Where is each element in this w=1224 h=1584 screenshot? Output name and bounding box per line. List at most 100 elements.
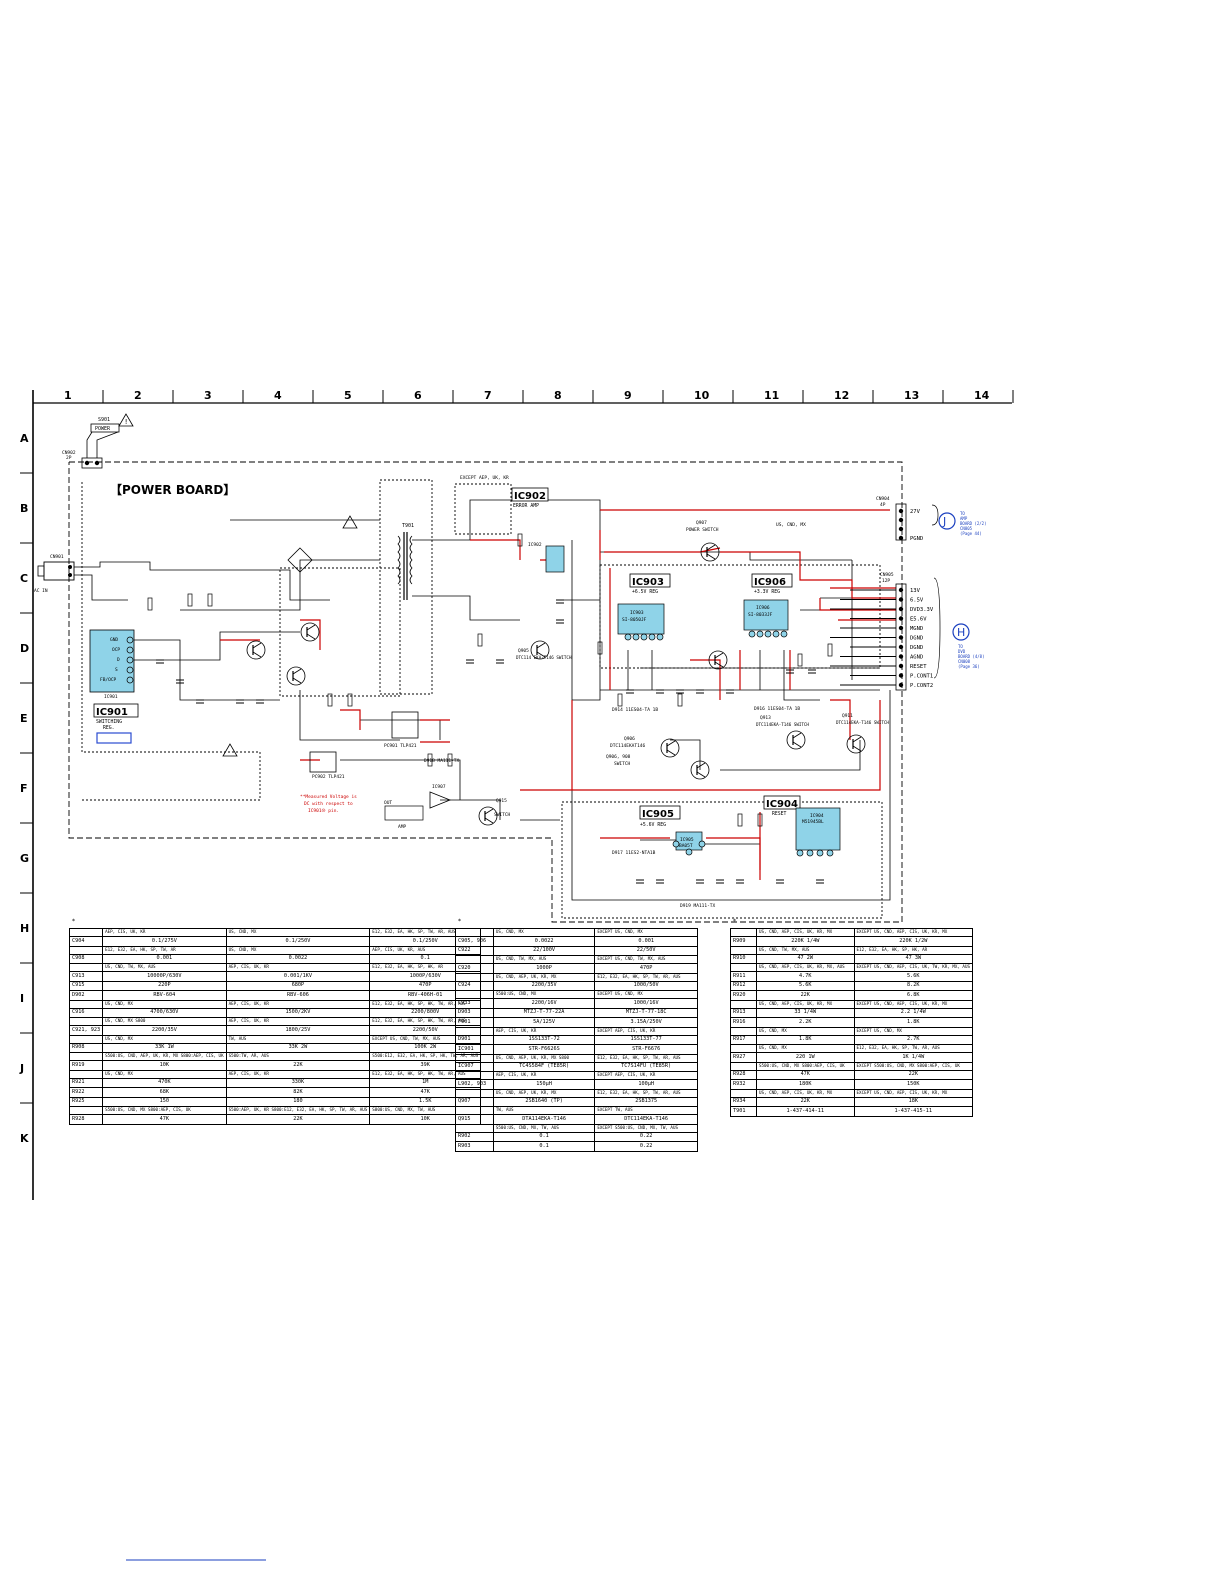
svg-text:SWITCHING: SWITCHING — [96, 719, 122, 725]
svg-text:2P: 2P — [66, 455, 72, 461]
table-cell: 4700/630V — [102, 1007, 227, 1018]
t901-transformer: T901 — [397, 523, 414, 600]
power-switch: S901 POWER ! CN902 2P — [62, 413, 134, 469]
table-cell: 68K — [102, 1087, 227, 1098]
table-cell: S500:TW, AR, AUS — [225, 1052, 371, 1061]
table-cell: 470P — [594, 963, 698, 974]
power-board-outline — [68, 461, 903, 923]
svg-text:IC904: IC904 — [810, 813, 824, 819]
svg-text:BOARD (4/8): BOARD (4/8) — [958, 654, 985, 659]
svg-text:Q906, 908: Q906, 908 — [606, 754, 631, 760]
table-cell — [730, 928, 757, 937]
ic907-gate — [429, 791, 452, 809]
cn905-connector: CN905 12P 13V6.5VDVD3.3VE5.6VMGNDDGNDDGN… — [830, 572, 941, 691]
highlight-box — [96, 732, 132, 744]
table-cell: DTC114EKA-T146 — [594, 1114, 698, 1125]
table-cell: 1000/50V — [594, 980, 698, 991]
table-cell: 0.1/275V — [102, 936, 227, 947]
table-cell: STR-F6676 — [594, 1044, 698, 1055]
column-label: 2 — [134, 389, 142, 402]
table-cell — [730, 1061, 757, 1071]
table-cell: RBV-606 — [225, 990, 371, 1001]
table-cell: AEP, CIS, UK, KR — [492, 1026, 596, 1036]
resistor-symbol — [677, 693, 683, 707]
svg-text:SWITCH: SWITCH — [614, 761, 631, 767]
svg-text:SI-8050JF: SI-8050JF — [622, 617, 647, 623]
ic905-regulator: IC905 +5.6V REG IC905 BA05T — [639, 805, 706, 856]
table-cell: E12, E32, EA, HK, SP, TW, AR, AUS — [594, 972, 698, 982]
column-label: 3 — [204, 389, 212, 402]
connector-pin — [898, 635, 904, 640]
table-cell: 1SS133T-77 — [594, 1034, 698, 1045]
svg-text:J: J — [942, 515, 946, 528]
transistor-symbol — [786, 730, 806, 750]
table-cell — [68, 1069, 104, 1079]
table-cell: 0.001 — [102, 953, 227, 964]
column-label: 12 — [834, 389, 849, 402]
table-cell — [455, 990, 494, 999]
transistor-symbol — [690, 760, 710, 780]
connector-pin — [898, 682, 904, 688]
table-cell: 5.6K — [853, 971, 974, 982]
table-cell: R911 — [730, 971, 757, 982]
table-cell: 220 1W — [755, 1052, 855, 1063]
table-cell: EXCEPT S500:US, CND, MX, TW, AUS — [594, 1123, 698, 1133]
svg-text:**Measured Voltage is: **Measured Voltage is — [300, 794, 357, 800]
table-cell — [730, 963, 757, 972]
row-label: A — [20, 432, 29, 445]
table-marker: * — [72, 918, 75, 925]
table-cell: R928 — [730, 1069, 757, 1080]
table-cell: 0.001 — [594, 936, 698, 947]
column-label: 13 — [904, 389, 919, 402]
column-label: 1 — [64, 389, 72, 402]
table-cell: 1SS133T-72 — [492, 1034, 596, 1045]
transistor-symbol — [660, 738, 680, 758]
table-cell: S500:AEP, UK, KR S800:E12, E32, EA, HK, … — [225, 1106, 371, 1115]
svg-text:DTC114 EKA-T146 SWITCH: DTC114 EKA-T146 SWITCH — [516, 655, 572, 660]
table-cell: AEP, CIS, UK, KR — [492, 1071, 596, 1080]
signal-path-red — [220, 509, 896, 880]
table-cell — [730, 1026, 757, 1036]
svg-text:Q906: Q906 — [624, 736, 635, 742]
table-cell: E12, E32, EA, HK, SP, TW, AR, AUS — [853, 1044, 974, 1053]
table-cell: R909 — [730, 936, 757, 947]
row-label: C — [20, 572, 28, 585]
table-cell: US, CND, AEP, UK, KR, MX S800 — [492, 1053, 596, 1063]
table-cell: R908 — [68, 1042, 104, 1053]
connector-pin-label: DGND — [910, 636, 923, 642]
table-cell: US, CND, MX S800 — [102, 1017, 227, 1026]
svg-text:DTC114EKA-T146 SWITCH: DTC114EKA-T146 SWITCH — [836, 720, 889, 725]
table-cell: MTZJ-T-77-22A — [492, 1007, 596, 1018]
column-label: 4 — [274, 389, 282, 402]
svg-text:IC906: IC906 — [754, 577, 786, 588]
svg-text:IC902: IC902 — [528, 542, 542, 548]
table-cell: R917 — [730, 1034, 757, 1045]
connector-pin-label: 13V — [910, 588, 921, 594]
connector-pin-label: MGND — [910, 626, 923, 632]
resistor-symbol — [757, 813, 763, 827]
table-cell — [68, 945, 104, 955]
table-cell: R932 — [730, 1079, 757, 1090]
svg-text:ERROR AMP: ERROR AMP — [513, 503, 539, 509]
table-cell: 1-437-414-11 — [755, 1106, 855, 1117]
row-label: B — [20, 502, 28, 515]
table-cell: C924 — [455, 980, 494, 991]
transistor-symbol — [700, 542, 720, 562]
table-cell: TW, AUS — [492, 1106, 596, 1115]
